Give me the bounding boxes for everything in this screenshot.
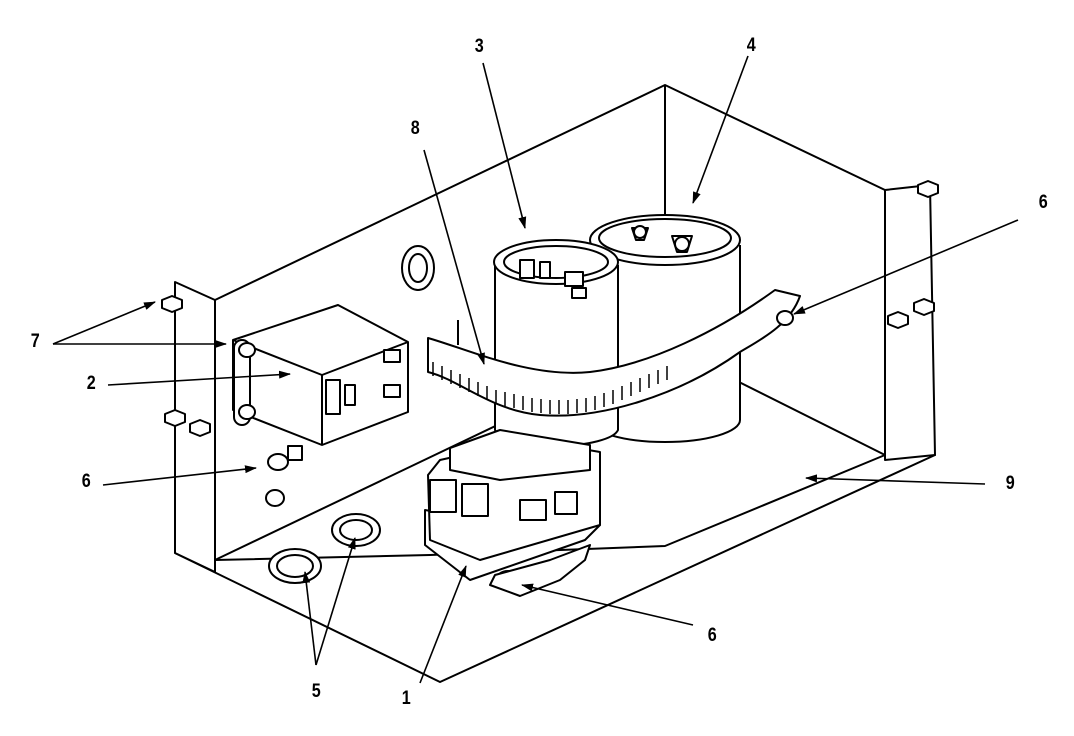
callout-9: 9 xyxy=(1005,473,1015,494)
callout-7: 7 xyxy=(30,331,40,352)
leader-8 xyxy=(423,149,485,365)
callout-4: 4 xyxy=(746,35,756,56)
leader-6-right xyxy=(793,219,1019,315)
callout-6-right: 6 xyxy=(1038,192,1048,213)
relay xyxy=(232,304,409,446)
leader-6-bottom xyxy=(521,583,694,626)
callout-5: 5 xyxy=(311,681,321,702)
callout-6-left: 6 xyxy=(81,471,91,492)
leader-5a xyxy=(302,571,317,666)
strap-slots xyxy=(432,362,668,414)
leader-6-left xyxy=(102,465,257,486)
callout-8: 8 xyxy=(410,118,420,139)
nut-ground-upper xyxy=(267,453,289,471)
leader-3 xyxy=(482,62,527,229)
callout-6-bottom: 6 xyxy=(707,625,717,646)
grommet-left xyxy=(268,548,322,584)
callout-1: 1 xyxy=(401,688,411,709)
nut-ground-lower xyxy=(265,489,285,507)
flange-bolts-left xyxy=(161,295,211,437)
leader-2 xyxy=(107,370,291,386)
ground-lug xyxy=(287,445,303,461)
leader-7a xyxy=(52,301,156,345)
callout-2: 2 xyxy=(86,373,96,394)
leader-4 xyxy=(692,55,749,204)
leader-9 xyxy=(805,474,986,485)
leader-5b xyxy=(315,537,356,666)
callout-3: 3 xyxy=(474,36,484,57)
contactor xyxy=(424,429,601,597)
grommet-right xyxy=(331,513,381,547)
flange-bolts-right xyxy=(887,180,939,329)
grommet-upper xyxy=(401,245,435,291)
leader-1 xyxy=(419,565,467,684)
right-flange xyxy=(884,184,936,461)
